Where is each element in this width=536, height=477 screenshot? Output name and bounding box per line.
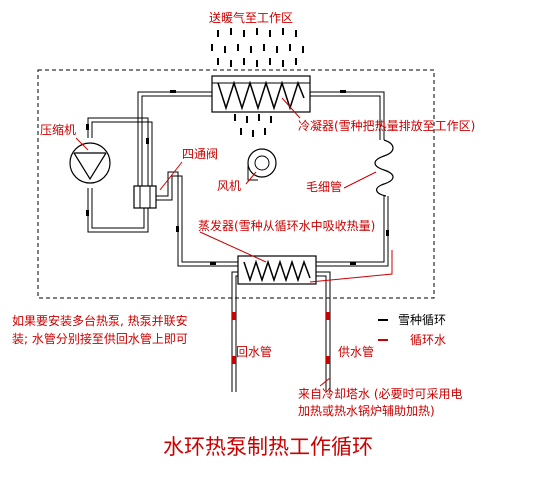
- compressor-icon: [69, 142, 111, 184]
- evaporator: [237, 255, 317, 285]
- label-warm-air: 送暖气至工作区: [209, 10, 293, 25]
- legend-refrigerant-text: 雪种循环: [398, 313, 446, 327]
- label-compressor: 压缩机: [40, 122, 76, 137]
- label-evaporator: 蒸发器(雪种从循环水中吸收热量): [198, 218, 375, 233]
- capillary-tube-icon: [374, 139, 394, 197]
- label-fan: 风机: [217, 179, 241, 193]
- warm-air-marks: [211, 28, 304, 67]
- label-condenser: 冷凝器(雪种把热量排放至工作区): [298, 118, 475, 133]
- label-return-pipe: 回水管: [236, 344, 272, 359]
- water-flow-markers: [232, 312, 330, 364]
- four-way-valve-icon: [133, 185, 157, 209]
- label-source-line-2: 加热或热水锅炉辅助加热): [298, 403, 435, 418]
- label-capillary: 毛细管: [306, 179, 342, 194]
- label-supply-pipe: 供水管: [338, 344, 374, 359]
- diagram-title: 水环热泵制热工作循环: [163, 435, 373, 459]
- flow-markers: [86, 90, 389, 265]
- note-line-2: 装; 水管分别接至供回水管上即可: [12, 331, 188, 346]
- fan-air-marks: [234, 114, 272, 137]
- legend-water-text: 循环水: [410, 333, 446, 347]
- label-four-way-valve: 四通阀: [182, 147, 218, 161]
- water-pipes: [231, 271, 331, 392]
- condenser: [211, 75, 311, 113]
- leader-lines: [75, 97, 393, 387]
- note-line-1: 如果要安装多台热泵, 热泵并联安: [12, 313, 188, 328]
- refrigerant-pipes: [87, 91, 389, 267]
- label-source-line-1: 来自冷却塔水 (必要时可采用电: [298, 387, 463, 401]
- fan-icon: [247, 148, 277, 181]
